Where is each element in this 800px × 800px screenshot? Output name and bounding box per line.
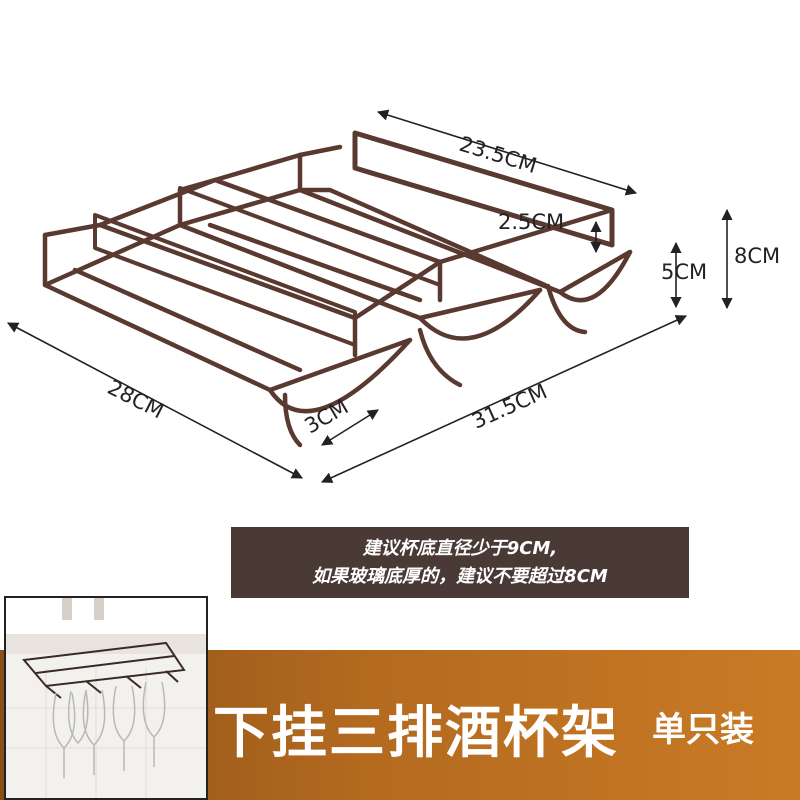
dim-width-bottom: 31.5CM bbox=[468, 379, 550, 433]
dim-total-height: 8CM bbox=[734, 244, 780, 268]
notice-line-1: 建议杯底直径少于9CM, bbox=[362, 537, 558, 559]
glass-size-notice: 建议杯底直径少于9CM, 如果玻璃底厚的，建议不要超过8CM bbox=[231, 527, 689, 598]
dim-width-top: 23.5CM bbox=[457, 132, 540, 178]
usage-photo bbox=[4, 596, 208, 800]
dim-depth: 28CM bbox=[104, 375, 168, 423]
dim-cup-depth: 5CM bbox=[661, 260, 707, 284]
product-title: 下挂三排酒杯架 bbox=[213, 701, 619, 766]
dimension-lines bbox=[7, 109, 733, 483]
package-label: 单只装 bbox=[652, 710, 754, 750]
dim-lip-height: 2.5CM bbox=[498, 210, 564, 234]
notice-line-2: 如果玻璃底厚的，建议不要超过8CM bbox=[312, 565, 608, 587]
